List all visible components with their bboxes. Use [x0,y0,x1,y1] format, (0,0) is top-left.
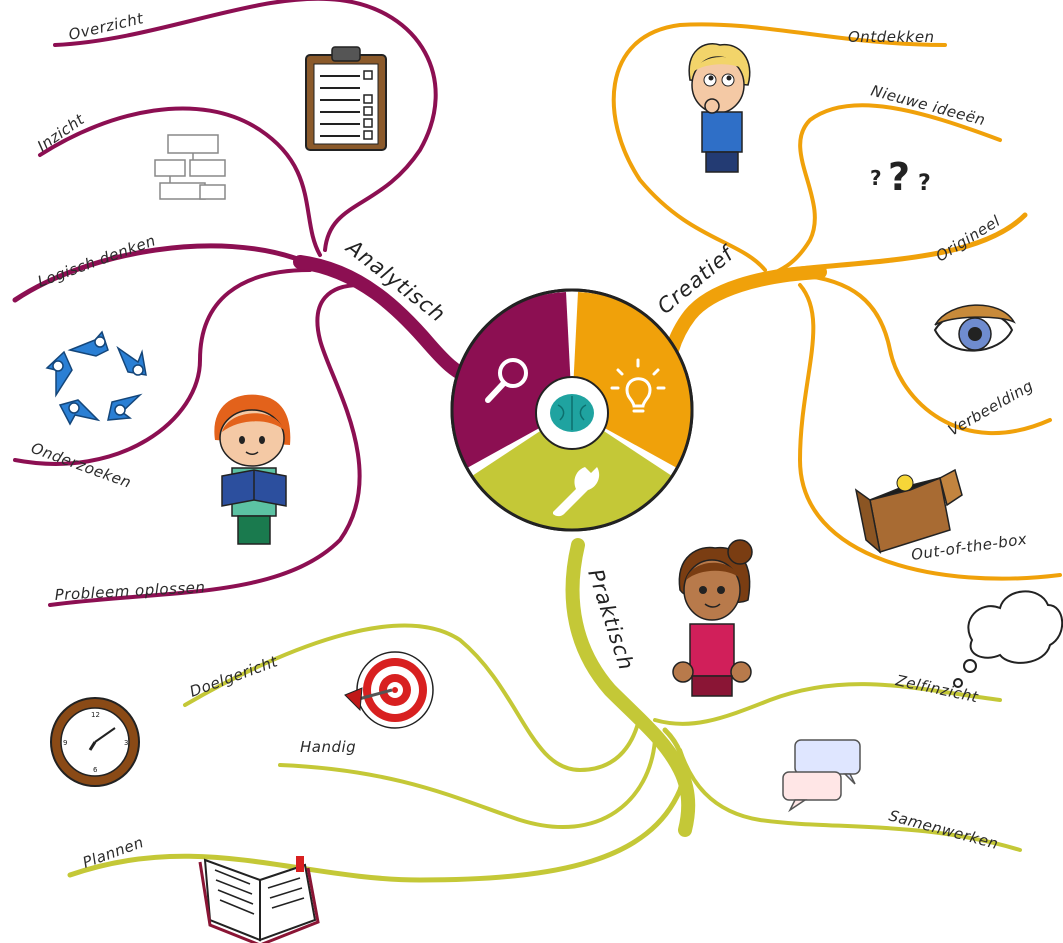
wrench-icon [553,467,600,517]
branch-inzicht [38,106,322,257]
svg-text:6: 6 [93,766,98,774]
brain-icon [550,394,594,432]
label-ontdekken: Ontdekken [848,28,935,46]
praktisch-branches [67,538,1022,883]
branch-verbeelding [798,273,1052,435]
magnifier-icon [485,358,528,403]
svg-text:?: ? [888,155,910,199]
label-probleem-oplossen: Probleem oplossen [54,578,206,604]
analytisch-branches [12,0,477,607]
svg-text:9: 9 [63,739,67,747]
flowchart-icon [154,134,226,200]
segment-praktisch [472,410,672,532]
label-plannen: Plannen [80,833,146,872]
clipboard-icon [305,46,387,151]
branch-outofthebox [797,283,1062,581]
branch-plannen [67,727,686,883]
branch-samenwerken [678,748,1022,852]
svg-text:12: 12 [91,711,100,719]
thinking-boy-icon [688,43,751,173]
label-doelgericht: Doelgericht [187,652,281,701]
svg-text:3: 3 [124,739,128,747]
creatief-branches [611,22,1062,581]
branch-analytisch-main [293,255,477,385]
branch-doelgericht [183,623,642,773]
branch-creatief-main [665,265,827,357]
label-zelfinzicht: Zelfinzicht [893,671,980,706]
branch-overzicht [53,0,438,252]
box-lightbulb-icon [854,468,963,554]
center-wheel [450,288,694,532]
clock-icon: 12 3 6 9 [50,697,140,787]
eye-icon [933,304,1016,352]
lightbulb-icon [610,358,666,413]
branch-onderzoeken [13,268,312,466]
branch-praktisch-main [565,538,696,837]
svg-text:?: ? [918,171,931,196]
label-handig: Handig [300,738,356,756]
reading-girl-icon [214,394,291,545]
notebook-icon [198,856,320,943]
branch-probleem [48,283,362,607]
speech-bubbles-icon [782,739,861,813]
girl-icon [672,539,753,697]
label-logisch-denken: Logisch denken [35,231,158,290]
target-icon [344,651,434,729]
cycle-arrows-icon [45,330,147,426]
branch-nieuwe-ideeen [768,103,1002,277]
branch-handig [278,738,657,830]
branch-ontdekken [611,22,947,272]
question-marks-icon: ? ? ? [870,155,931,199]
thought-cloud-icon [953,590,1063,688]
svg-text:?: ? [870,166,882,190]
branch-zelfinzicht [653,682,1002,726]
